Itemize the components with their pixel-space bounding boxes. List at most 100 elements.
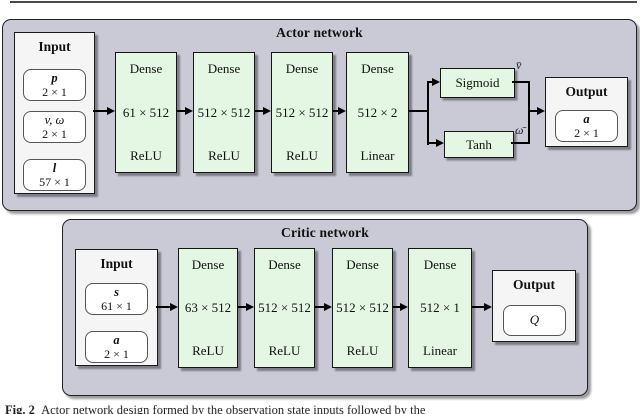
arrow-line (409, 110, 429, 112)
layer-label: Dense (285, 61, 319, 76)
size-a-critic: 2 × 1 (104, 347, 129, 361)
arrow-head (400, 302, 408, 311)
actor-output-item-a: a 2 × 1 (555, 110, 618, 142)
layer-label: Dense (207, 61, 241, 76)
arrow-head (432, 77, 440, 86)
critic-output-box: Output Q (492, 270, 576, 342)
layer-activation: ReLU (346, 343, 379, 358)
actor-output-box: Output a 2 × 1 (545, 77, 628, 147)
sigmoid-box: Sigmoid (440, 68, 515, 98)
actor-input-item-v-omega: v, ω 2 × 1 (23, 111, 86, 143)
branch-merge-line (528, 81, 530, 144)
arrow-head (484, 302, 492, 311)
arrow-line (156, 306, 170, 308)
layer-size: 63 × 512 (184, 300, 232, 315)
symbol-v-omega: v, ω (44, 113, 65, 127)
arrow-head (185, 106, 193, 115)
critic-dense-layer-2: Dense 512 × 512 ReLU (254, 248, 315, 368)
caption-text: Actor network design formed by the obser… (41, 403, 426, 414)
symbol-s: s (114, 285, 119, 299)
layer-label: Dense (129, 61, 163, 76)
arrow-line (238, 306, 246, 308)
actor-input-title: Input (38, 39, 71, 54)
actor-input-box: Input p 2 × 1 v, ω 2 × 1 l 57 × 1 (14, 32, 95, 194)
arrow-line (255, 110, 264, 112)
arrow-head (436, 138, 444, 147)
arrow-line (427, 142, 437, 144)
layer-size: 61 × 512 (122, 104, 170, 120)
actor-dense-layer-2: Dense 512 × 512 ReLU (193, 52, 255, 173)
layer-label: Dense (191, 257, 225, 272)
critic-dense-layer-1: Dense 63 × 512 ReLU (178, 248, 238, 368)
symbol-q: Q (529, 312, 540, 327)
layer-size: 512 × 512 (258, 300, 311, 315)
size-p: 2 × 1 (42, 85, 67, 99)
symbol-a-critic: a (113, 333, 120, 347)
arrow-line (93, 110, 108, 112)
actor-dense-layer-4: Dense 512 × 2 Linear (346, 52, 409, 173)
critic-input-item-a: a 2 × 1 (85, 331, 148, 363)
sigmoid-label: Sigmoid (455, 75, 500, 90)
arrow-line (393, 306, 400, 308)
arrow-head (263, 106, 271, 115)
symbol-l: l (52, 161, 57, 175)
size-s: 61 × 1 (101, 299, 132, 313)
arrow-head (107, 106, 115, 115)
figure-caption: Fig. 2 Actor network design formed by th… (5, 403, 635, 414)
layer-size: 512 × 1 (420, 300, 460, 315)
actor-input-item-l: l 57 × 1 (23, 159, 86, 191)
arrow-head (338, 106, 346, 115)
size-l: 57 × 1 (39, 175, 70, 189)
arrow-head (537, 106, 545, 115)
layer-activation: ReLU (208, 148, 240, 163)
arrow-line (472, 306, 484, 308)
size-a: 2 × 1 (574, 126, 599, 140)
critic-dense-layer-3: Dense 512 × 512 ReLU (332, 248, 393, 368)
layer-label: Dense (268, 257, 301, 272)
actor-network-title: Actor network (276, 25, 363, 40)
layer-activation: ReLU (268, 343, 301, 358)
critic-input-box: Input s 61 × 1 a 2 × 1 (75, 249, 158, 366)
layer-label: Dense (361, 61, 394, 76)
arrow-head (324, 302, 332, 311)
layer-activation: Linear (423, 343, 457, 358)
layer-activation: ReLU (192, 343, 224, 358)
branch-split-line (427, 81, 429, 145)
critic-input-item-s: s 61 × 1 (85, 283, 148, 315)
actor-input-item-p: p 2 × 1 (23, 69, 86, 101)
caption-figure-number: Fig. 2 (5, 403, 35, 414)
symbol-a: a (583, 112, 590, 126)
layer-label: Dense (423, 257, 457, 272)
actor-output-title: Output (565, 84, 608, 99)
actor-dense-layer-3: Dense 512 × 512 ReLU (271, 52, 333, 173)
omega-bar-label: ω̄ (515, 123, 524, 137)
arrow-line (177, 110, 186, 112)
critic-output-title: Output (512, 277, 556, 292)
layer-activation: Linear (360, 148, 395, 163)
top-rule-line (10, 1, 637, 3)
arrow-line (512, 81, 530, 83)
symbol-p: p (51, 71, 58, 85)
v-bar-label: v̄ (516, 58, 522, 72)
layer-label: Dense (346, 257, 379, 272)
tanh-box: Tanh (444, 131, 514, 158)
layer-size: 512 × 512 (275, 104, 329, 120)
arrow-line (427, 81, 433, 83)
arrow-line (315, 306, 324, 308)
arrow-head (246, 302, 254, 311)
arrow-head (170, 302, 178, 311)
layer-size: 512 × 512 (336, 300, 389, 315)
tanh-label: Tanh (466, 136, 492, 152)
critic-output-item-q: Q (503, 305, 566, 336)
arrow-line (333, 110, 339, 112)
critic-dense-layer-4: Dense 512 × 1 Linear (408, 248, 472, 368)
layer-activation: ReLU (130, 148, 162, 163)
layer-size: 512 × 512 (197, 104, 251, 120)
actor-dense-layer-1: Dense 61 × 512 ReLU (115, 52, 177, 173)
arrow-line (511, 142, 530, 144)
critic-network-title: Critic network (281, 225, 369, 240)
layer-size: 512 × 2 (357, 104, 398, 120)
layer-activation: ReLU (286, 148, 318, 163)
arrow-line (528, 110, 538, 112)
